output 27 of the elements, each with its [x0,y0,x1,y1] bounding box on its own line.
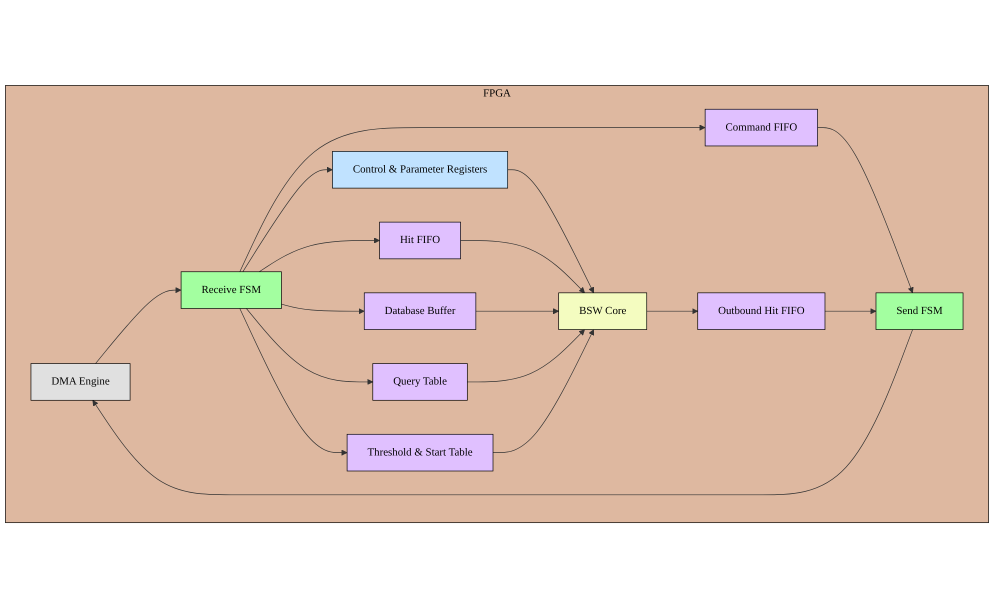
arrow [646,308,698,315]
node-box: Query Table [372,364,468,402]
arrow [466,330,585,383]
arrow [239,125,706,273]
node-box: Hit FIFO [379,222,461,260]
arrow [246,308,374,386]
node-box: DMA Engine [30,364,130,402]
arrow [824,308,876,315]
arrow [507,170,594,294]
node-box: Send FSM [876,292,964,330]
node-box: BSW Core [558,292,648,330]
arrow [95,288,182,364]
arrow [492,330,594,454]
arrow [476,308,559,315]
arrow [817,128,914,294]
node-box: Receive FSM [180,272,282,310]
arrow [281,304,365,315]
arrow [92,330,913,496]
arrow [242,167,333,273]
arrow [460,240,585,294]
node-box: Control & Parameter Registers [332,152,508,189]
node-box: Database Buffer [364,292,476,330]
arrow [258,238,380,273]
node-box: Threshold & Start Table [346,434,494,472]
node-box: Outbound Hit FIFO [697,292,826,330]
node-box: Command FIFO [704,109,818,147]
arrow [239,308,348,456]
